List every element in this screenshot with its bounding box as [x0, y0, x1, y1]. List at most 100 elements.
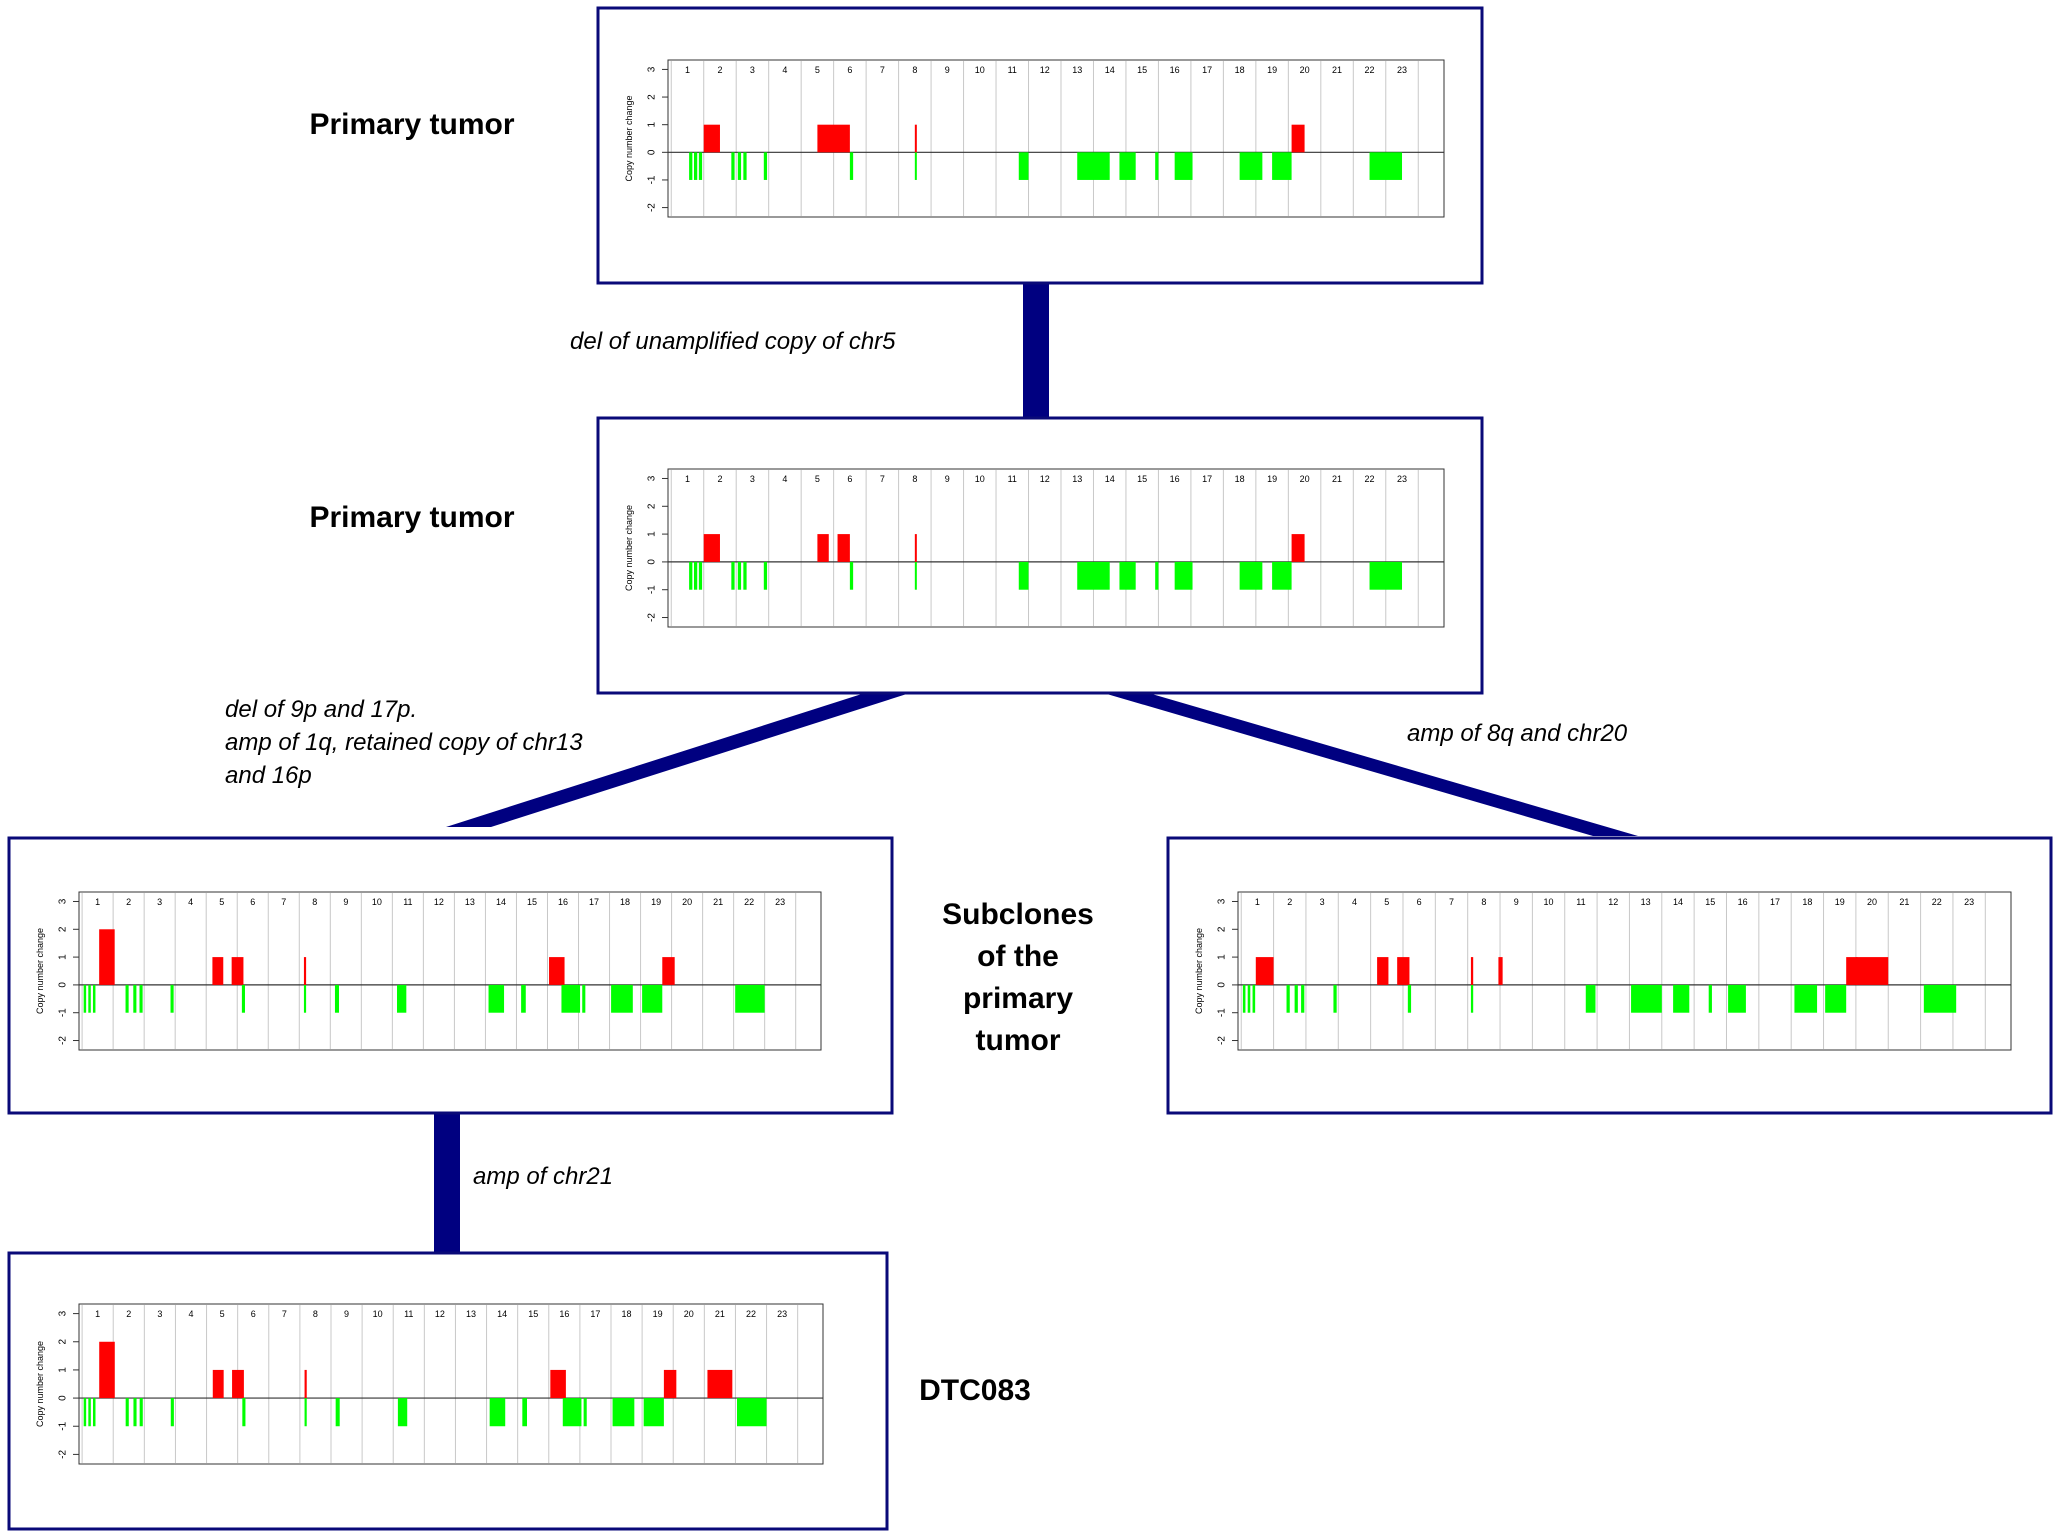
chromosome-tick-label: 18 [622, 1309, 632, 1319]
chromosome-tick-label: 17 [1770, 897, 1780, 907]
chromosome-tick-label: 7 [880, 474, 885, 484]
chromosome-tick-label: 4 [1352, 897, 1357, 907]
chromosome-tick-label: 22 [1365, 65, 1375, 75]
chromosome-tick-label: 20 [682, 897, 692, 907]
chromosome-tick-label: 21 [1332, 474, 1342, 484]
loss-segment-chr11 [1585, 984, 1596, 1013]
chromosome-tick-label: 16 [559, 1309, 569, 1319]
chromosome-tick-label: 23 [775, 897, 785, 907]
loss-segment-chr2 [1294, 984, 1298, 1013]
chromosome-tick-label: 16 [1738, 897, 1748, 907]
loss-segment-chr16 [1728, 984, 1746, 1013]
gain-segment-chr5 [817, 124, 850, 153]
y-tick-label: -1 [647, 585, 658, 594]
gain-segment-chr5 [1397, 957, 1410, 985]
chromosome-tick-label: 15 [527, 897, 537, 907]
chromosome-tick-label: 17 [1202, 474, 1212, 484]
connector-subclone-to-dtc [434, 1113, 460, 1253]
chromosome-tick-label: 8 [912, 65, 917, 75]
chromosome-tick-label: 2 [126, 1309, 131, 1319]
y-tick-label: 2 [1217, 926, 1228, 932]
chromosome-tick-label: 8 [312, 897, 317, 907]
y-axis-label: Copy number change [35, 928, 45, 1014]
gain-segment-chr5 [817, 534, 829, 562]
loss-segment-chr1 [1242, 984, 1246, 1013]
loss-segment-chr13 [1077, 561, 1110, 590]
loss-segment-chr8 [914, 561, 917, 590]
chromosome-tick-label: 11 [404, 1309, 413, 1319]
loss-segment-chr3 [170, 1398, 174, 1427]
loss-segment-chr17 [582, 984, 586, 1013]
gain-segment-chr8 [1470, 957, 1474, 985]
chromosome-tick-label: 22 [1365, 474, 1375, 484]
loss-segment-chr11 [397, 984, 407, 1013]
chromosome-tick-label: 8 [313, 1309, 318, 1319]
edge-label-e1-line-1: del of unamplified copy of chr5 [570, 328, 896, 355]
chromosome-tick-label: 1 [95, 897, 100, 907]
label-subclones-line-4: tumor [976, 1024, 1061, 1057]
loss-segment-chr16 [1174, 561, 1193, 590]
y-tick-label: -1 [58, 1421, 69, 1430]
loss-segment-chr22 [1923, 984, 1957, 1013]
chromosome-tick-label: 15 [1137, 65, 1147, 75]
loss-segment-chr16 [1174, 152, 1193, 180]
chromosome-tick-label: 1 [1255, 897, 1260, 907]
chromosome-tick-label: 3 [1320, 897, 1325, 907]
chromosome-tick-label: 15 [1705, 897, 1715, 907]
chromosome-tick-label: 21 [1899, 897, 1909, 907]
chromosome-tick-label: 15 [528, 1309, 538, 1319]
chromosome-tick-label: 14 [497, 1309, 507, 1319]
chromosome-tick-label: 13 [465, 897, 475, 907]
gain-segment-chr8 [303, 957, 307, 985]
loss-segment-chr22 [737, 1398, 767, 1427]
plot-area [1237, 891, 2012, 1051]
loss-segment-chr14 [489, 1398, 506, 1427]
loss-segment-chr6 [849, 561, 854, 590]
loss-segment-chr1 [83, 984, 87, 1013]
gain-segment-chr21 [707, 1369, 733, 1399]
chromosome-tick-label: 14 [496, 897, 506, 907]
edge-label-e4-line-1: amp of chr21 [473, 1163, 613, 1190]
y-tick-label: -2 [647, 203, 658, 212]
connectors [434, 283, 1638, 1253]
chromosome-tick-label: 20 [1300, 65, 1310, 75]
y-tick-label: 0 [58, 982, 69, 988]
loss-segment-chr17 [583, 1398, 587, 1427]
chromosome-tick-label: 16 [1170, 474, 1180, 484]
plot-area [78, 891, 822, 1051]
loss-segment-chr3 [1333, 984, 1337, 1013]
labels: Primary tumor Primary tumor Subclones of… [225, 108, 1628, 1407]
loss-segment-chr2 [133, 984, 137, 1013]
loss-segment-chr2 [125, 984, 129, 1013]
chromosome-tick-label: 20 [1867, 897, 1877, 907]
gain-segment-chr5 [212, 1369, 224, 1399]
edge-label-e2-line-3: and 16p [225, 762, 312, 789]
loss-segment-chr19 [1272, 561, 1292, 590]
chromosome-tick-label: 22 [746, 1309, 756, 1319]
label-subclones-line-3: primary [963, 982, 1073, 1015]
loss-segment-chr1 [698, 561, 703, 590]
loss-segment-chr6 [1407, 984, 1412, 1013]
chromosome-tick-label: 18 [1235, 474, 1245, 484]
chromosome-tick-label: 18 [1235, 65, 1245, 75]
chromosome-tick-label: 3 [750, 65, 755, 75]
y-tick-label: 3 [58, 1310, 69, 1316]
chromosome-tick-label: 23 [1397, 65, 1407, 75]
chromosome-tick-label: 17 [1202, 65, 1212, 75]
loss-segment-chr14 [1673, 984, 1690, 1013]
chromosome-tick-label: 12 [434, 897, 444, 907]
chromosome-tick-label: 13 [1641, 897, 1651, 907]
loss-segment-chr2 [1301, 984, 1305, 1013]
chromosome-tick-label: 4 [188, 897, 193, 907]
y-tick-label: 1 [647, 121, 658, 127]
loss-segment-chr1 [93, 1398, 96, 1427]
chromosome-tick-label: 7 [281, 897, 286, 907]
loss-segment-chr14 [1119, 561, 1136, 590]
gain-segment-chr16 [550, 1369, 566, 1399]
y-tick-label: -2 [1217, 1036, 1228, 1045]
chromosome-tick-label: 23 [1397, 474, 1407, 484]
chromosome-tick-label: 5 [220, 1309, 225, 1319]
chromosome-tick-label: 6 [251, 1309, 256, 1319]
